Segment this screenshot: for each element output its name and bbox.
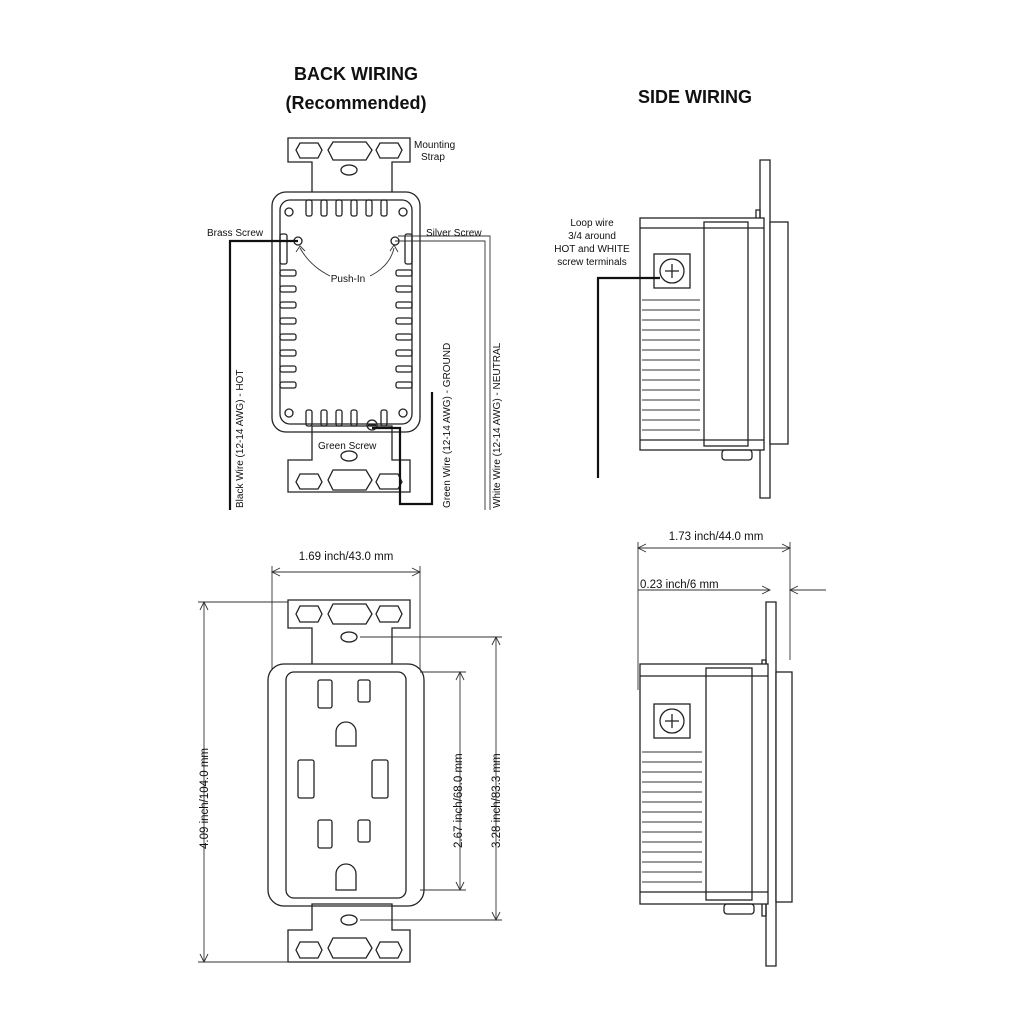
white-wire-neutral — [395, 240, 486, 510]
height-face-label: 2.67 inch/68.0 mm — [453, 753, 465, 848]
back-wiring-subtitle: (Recommended) — [285, 93, 426, 113]
depth-dimension-label: 1.73 inch/44.0 mm — [669, 531, 764, 543]
green-wire-label: Green Wire (12-14 AWG) - GROUND — [442, 343, 453, 508]
white-wire-label: White Wire (12-14 AWG) - NEUTRAL — [492, 342, 503, 508]
side-fins — [642, 299, 700, 431]
side-housing — [639, 217, 765, 451]
green-screw-label: Green Screw — [318, 441, 377, 452]
push-in-label: Push-In — [331, 274, 365, 285]
top-ribs — [305, 199, 388, 217]
ground-hole — [335, 863, 357, 891]
brass-screw-label: Brass Screw — [207, 228, 264, 239]
terminal-screw-icon-2 — [659, 708, 685, 734]
left-ribs — [279, 269, 297, 389]
ground-hole — [335, 721, 357, 747]
side-front-cover-2 — [775, 671, 793, 903]
terminal-screw-icon — [659, 258, 685, 284]
usb-port — [297, 759, 315, 799]
top-mounting-strap — [287, 137, 411, 201]
push-in-slot-left — [279, 233, 288, 265]
loop-wire-label-2: 3/4 around — [568, 231, 616, 242]
corner-hole — [284, 207, 294, 217]
green-wire-ground — [372, 392, 434, 506]
right-ribs — [395, 269, 413, 389]
corner-hole — [398, 207, 408, 217]
back-wiring-title: BACK WIRING — [294, 64, 418, 84]
loop-wire — [596, 276, 660, 478]
loop-wire-label: Loop wire — [570, 218, 614, 229]
outlet-slot — [357, 679, 371, 703]
front-view: 1.69 inch/43.0 mm 4.09 inch/104.0 mm — [198, 551, 503, 964]
side-wiring-title: SIDE WIRING — [638, 87, 752, 107]
bottom-mounting-strap — [287, 425, 411, 493]
back-wiring-view: Push-In Mounting Strap Brass Screw Silve… — [207, 137, 503, 510]
usb-port — [371, 759, 389, 799]
mounting-strap-label-2: Strap — [421, 152, 445, 163]
height-total-label: 4.09 inch/104.0 mm — [199, 748, 211, 849]
push-in-slot-right — [404, 233, 413, 265]
mounting-strap-label: Mounting — [414, 140, 455, 151]
outlet-slot — [317, 679, 333, 709]
side-housing-2 — [639, 663, 769, 905]
side-wiring-view: Loop wire 3/4 around HOT and WHITE screw… — [554, 159, 789, 499]
strap-offset-label: 0.23 inch/6 mm — [640, 579, 719, 591]
loop-wire-label-4: screw terminals — [557, 257, 626, 268]
side-front-cover — [769, 221, 789, 445]
side-fins-2 — [642, 751, 702, 883]
black-wire-label: Black Wire (12-14 AWG) - HOT — [235, 369, 246, 508]
corner-hole — [398, 408, 408, 418]
silver-screw-label: Silver Screw — [426, 228, 482, 239]
width-dimension-label: 1.69 inch/43.0 mm — [299, 551, 394, 563]
green-screw-icon — [366, 419, 378, 431]
outlet-slot — [357, 819, 371, 843]
height-mount-label: 3.28 inch/83.3 mm — [491, 753, 503, 848]
outlet-slot — [317, 819, 333, 849]
black-wire-hot — [228, 239, 298, 510]
corner-hole — [284, 408, 294, 418]
receptacle-back-body — [271, 191, 421, 433]
side-dimension-view: 1.73 inch/44.0 mm 0.23 inch/6 mm — [636, 531, 826, 967]
loop-wire-label-3: HOT and WHITE — [554, 244, 630, 255]
receptacle-face — [267, 663, 425, 907]
